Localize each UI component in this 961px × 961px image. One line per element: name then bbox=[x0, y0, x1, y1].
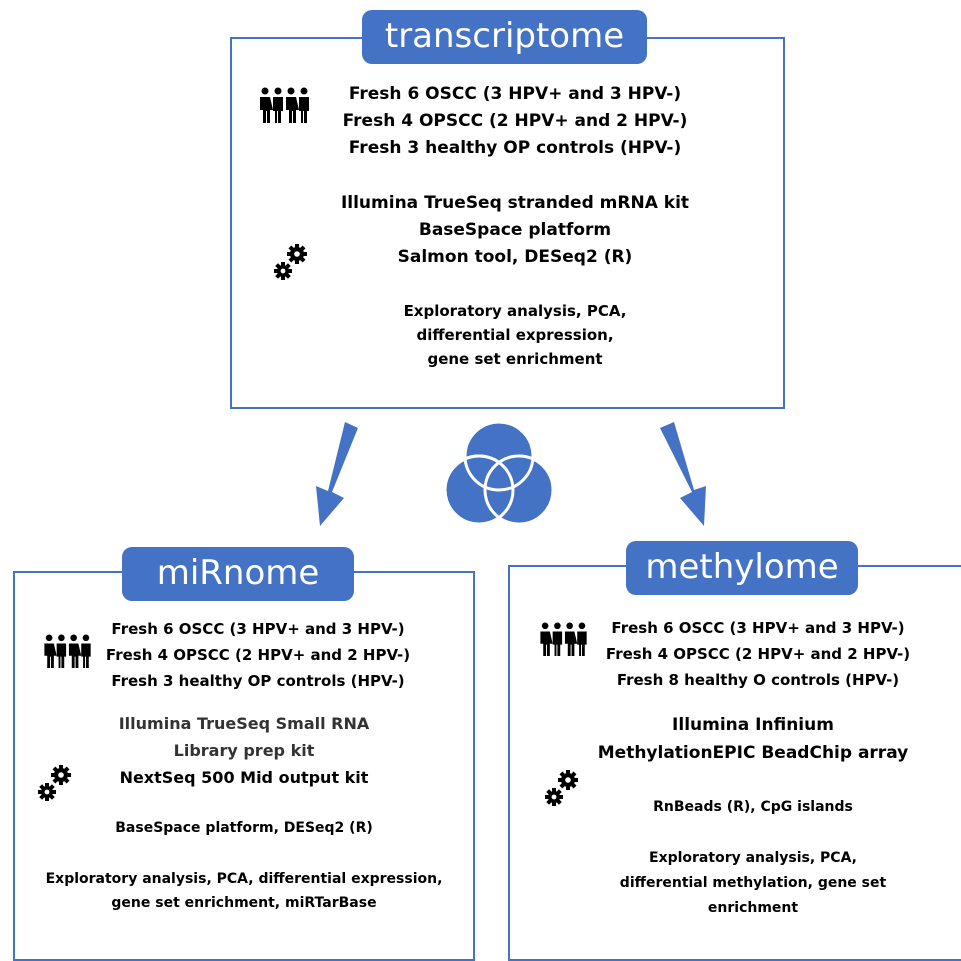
mirnome-method-1: Illumina TrueSeq Small RNA bbox=[118, 714, 370, 733]
mirnome-method-2: Library prep kit bbox=[173, 741, 315, 760]
transcriptome-method-2: BaseSpace platform bbox=[418, 220, 612, 240]
methylome-sample-2: Fresh 4 OPSCC (2 HPV+ and 2 HPV-) bbox=[605, 645, 911, 663]
mirnome-sample-2: Fresh 4 OPSCC (2 HPV+ and 2 HPV-) bbox=[105, 646, 411, 664]
transcriptome-sample-3: Fresh 3 healthy OP controls (HPV-) bbox=[348, 138, 682, 158]
arrow-left-icon bbox=[300, 420, 370, 530]
methylome-sample-3: Fresh 8 healthy O controls (HPV-) bbox=[616, 671, 900, 689]
mirnome-sample-3: Fresh 3 healthy OP controls (HPV-) bbox=[111, 672, 405, 690]
people-icon bbox=[538, 622, 590, 656]
methylome-tools: RnBeads (R), CpG islands bbox=[653, 799, 853, 815]
mirnome-analysis-2: gene set enrichment, miRTarBase bbox=[111, 895, 377, 911]
methylome-analysis-3: enrichment bbox=[707, 900, 799, 916]
transcriptome-method-3: Salmon tool, DESeq2 (R) bbox=[397, 247, 633, 267]
transcriptome-analysis-1: Exploratory analysis, PCA, bbox=[403, 302, 627, 320]
transcriptome-analysis-2: differential expression, bbox=[416, 326, 614, 344]
mirnome-analysis-1: Exploratory analysis, PCA, differential … bbox=[45, 871, 443, 887]
gears-icon bbox=[36, 764, 76, 804]
transcriptome-method-1: Illumina TrueSeq stranded mRNA kit bbox=[340, 193, 690, 213]
people-icon bbox=[42, 634, 94, 668]
people-icon bbox=[258, 87, 312, 123]
methylome-sample-1: Fresh 6 OSCC (3 HPV+ and 3 HPV-) bbox=[611, 619, 905, 637]
venn-diagram-icon bbox=[443, 418, 555, 530]
mirnome-panel bbox=[13, 571, 475, 961]
methylome-analysis-1: Exploratory analysis, PCA, bbox=[649, 850, 857, 866]
methylome-method-2: MethylationEPIC BeadChip array bbox=[597, 743, 909, 763]
methylome-title: methylome bbox=[626, 541, 858, 595]
methylome-analysis-2: differential methylation, gene set bbox=[619, 875, 887, 891]
transcriptome-title: transcriptome bbox=[362, 10, 647, 64]
methylome-method-1: Illumina Infinium bbox=[672, 715, 834, 735]
transcriptome-panel bbox=[230, 37, 785, 409]
arrow-right-icon bbox=[650, 420, 720, 530]
gears-icon bbox=[272, 243, 312, 283]
transcriptome-analysis-3: gene set enrichment bbox=[427, 350, 603, 368]
mirnome-method-3: NextSeq 500 Mid output kit bbox=[119, 768, 369, 787]
mirnome-title: miRnome bbox=[122, 547, 354, 601]
mirnome-platform: BaseSpace platform, DESeq2 (R) bbox=[115, 820, 373, 836]
mirnome-sample-1: Fresh 6 OSCC (3 HPV+ and 3 HPV-) bbox=[111, 620, 405, 638]
gears-icon bbox=[543, 769, 583, 809]
transcriptome-sample-2: Fresh 4 OPSCC (2 HPV+ and 2 HPV-) bbox=[342, 111, 688, 131]
transcriptome-sample-1: Fresh 6 OSCC (3 HPV+ and 3 HPV-) bbox=[348, 84, 682, 104]
